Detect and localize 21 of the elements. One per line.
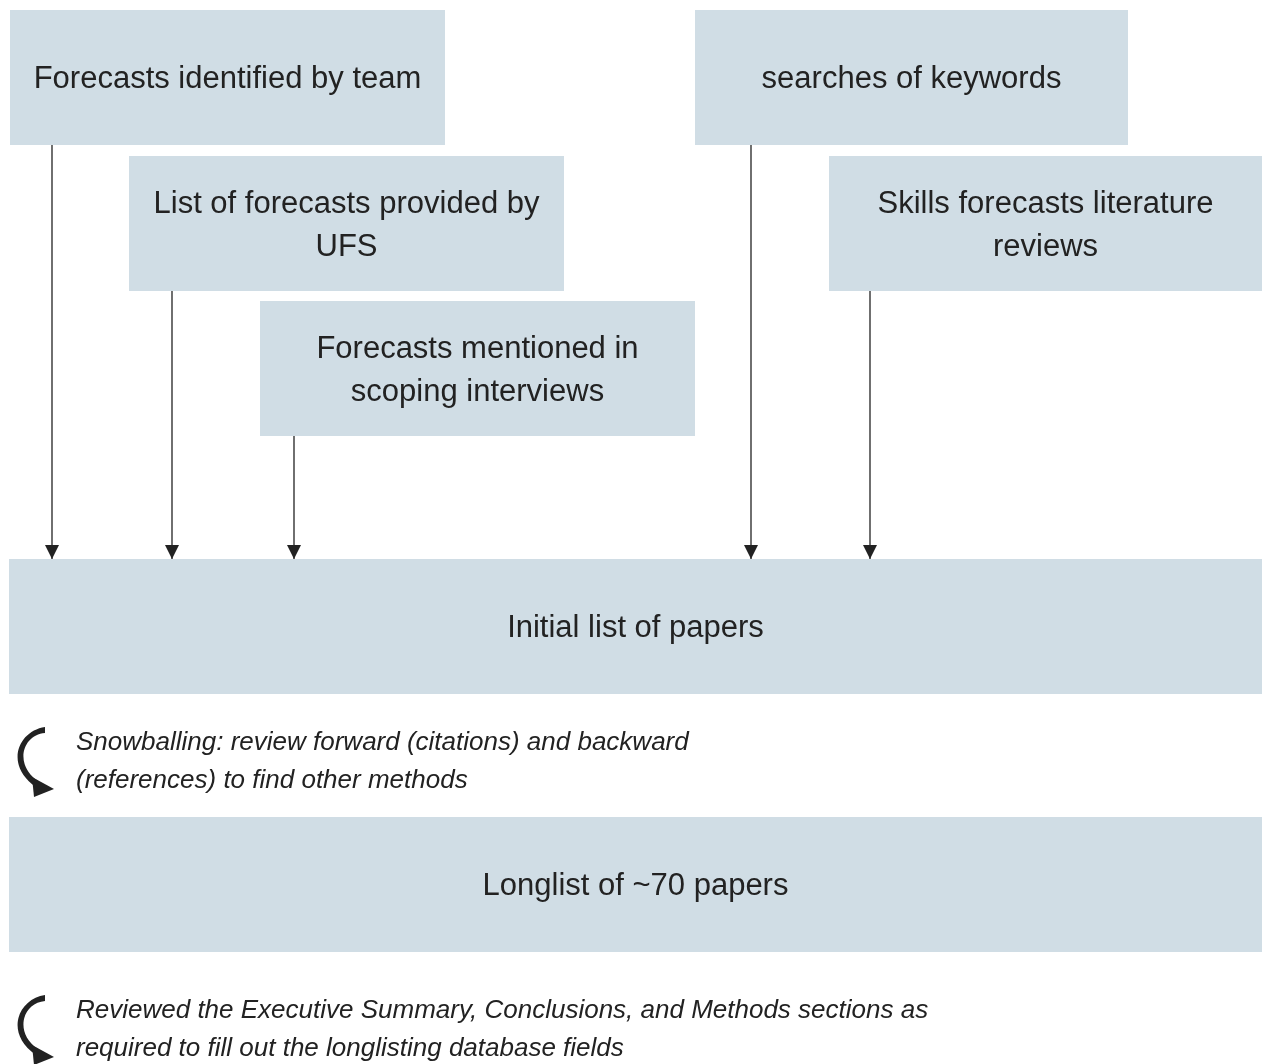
process-box <box>9 817 1262 952</box>
box-label: List of forecasts provided by UFS <box>152 183 541 265</box>
arrow <box>165 290 179 560</box>
process-box <box>9 559 1262 694</box>
process-box <box>695 10 1128 145</box>
process-box <box>260 301 695 436</box>
arrow <box>45 144 59 560</box>
box-label: Skills forecasts literature reviews <box>876 183 1215 265</box>
note-text: Snowballing: review forward (citations) and backward (references) to find other methods <box>76 725 691 796</box>
process-box <box>829 156 1262 291</box>
process-box <box>129 156 564 291</box>
box-label: Initial list of papers <box>507 608 764 646</box>
arrow <box>744 144 758 560</box>
box-label: searches of keywords <box>761 59 1062 97</box>
process-box <box>10 10 445 145</box>
box-label: Longlist of ~70 papers <box>482 866 789 904</box>
note-text: Reviewed the Executive Summary, Conclusions, and Methods sections as required to fill out the longlisting database fields <box>76 993 930 1064</box>
arrow <box>863 290 877 560</box>
box-label: Forecasts mentioned in scoping interviews <box>315 328 640 410</box>
box-label: Forecasts identified by team <box>33 59 422 97</box>
arrow <box>287 435 301 560</box>
